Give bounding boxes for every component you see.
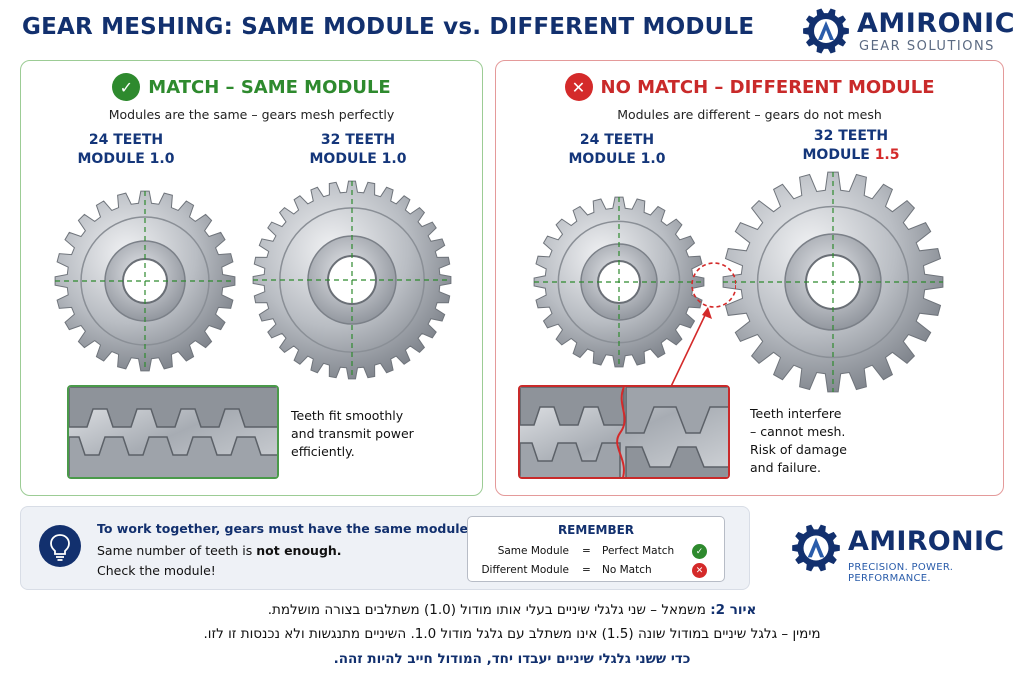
match-header: MATCH – SAME MODULE [148, 76, 391, 98]
info-line-3: Check the module! [97, 563, 216, 578]
page-title: GEAR MESHING: SAME MODULE vs. DIFFERENT … [22, 14, 755, 40]
x-icon: ✕ [564, 73, 593, 101]
match-subheader: Modules are the same – gears mesh perfec… [108, 107, 395, 122]
gear-a-module: MODULE 1.0 [77, 151, 175, 167]
gear-logo-icon [803, 8, 849, 54]
caption-line-2: מימין – גלגל שיניים במודול שונה (1.5) אי… [203, 626, 821, 642]
lightbulb-icon [39, 525, 81, 567]
x-icon: ✕ [692, 563, 707, 578]
match-panel: ✓ MATCH – SAME MODULE Modules are the sa… [20, 60, 483, 496]
gear-b-teeth: 32 TEETH [320, 132, 396, 148]
caption-line-1: איור 2: משמאל – שני גלגלי שיניים בעלי או… [267, 602, 757, 618]
gear-a-teeth: 24 TEETH [579, 132, 655, 148]
mismatch-subheader: Modules are different – gears do not mes… [617, 107, 882, 122]
gear-b-label: 32 TEETH MODULE 1.5 [786, 127, 916, 165]
gear-a-teeth: 24 TEETH [88, 132, 164, 148]
module-value-highlight: 1.5 [874, 147, 900, 163]
info-line-2: Same number of teeth is not enough. [97, 543, 342, 558]
remember-title: REMEMBER [557, 523, 635, 537]
check-icon: ✓ [692, 544, 707, 559]
gear-b-label: 32 TEETH MODULE 1.0 [293, 131, 423, 169]
mismatch-panel: ✕ NO MATCH – DIFFERENT MODULE Modules ar… [495, 60, 1004, 496]
caption-line-3: כדי ששני גלגלי שיניים יעבדו יחד, המודול … [333, 651, 691, 667]
mismatch-header: NO MATCH – DIFFERENT MODULE [600, 76, 935, 98]
mismatch-note: Teeth interfere – cannot mesh. Risk of d… [750, 406, 847, 475]
gear-a-label: 24 TEETH MODULE 1.0 [552, 131, 682, 169]
gear-b-teeth: 32 TEETH [813, 128, 889, 144]
gear-32-teeth [252, 180, 452, 380]
brand-name: AMIRONIC [848, 526, 1005, 557]
match-note: Teeth fit smoothly and transmit power ef… [291, 408, 414, 459]
gear-32-teeth-module-1-5 [722, 171, 944, 393]
brand-name: AMIRONIC [857, 8, 1016, 39]
gear-24-teeth [533, 196, 705, 368]
mesh-closeup-bad [518, 385, 730, 479]
info-line-1: To work together, gears must have the sa… [97, 521, 473, 536]
gear-b-module: MODULE 1.0 [309, 151, 407, 167]
gear-a-module: MODULE 1.0 [568, 151, 666, 167]
brand-subtitle: GEAR SOLUTIONS [859, 39, 995, 54]
check-icon: ✓ [112, 73, 141, 101]
gear-logo-icon [792, 524, 840, 572]
brand-logo-top: AMIRONIC GEAR SOLUTIONS [801, 6, 1015, 56]
gear-24-teeth [54, 190, 236, 372]
remember-box: REMEMBER Same Module = Perfect Match ✓ D… [467, 516, 725, 582]
brand-tagline: PRECISION. POWER. PERFORMANCE. [848, 562, 954, 584]
gear-b-module: MODULE 1.5 [802, 147, 900, 163]
brand-logo-bottom: AMIRONIC PRECISION. POWER. PERFORMANCE. [790, 516, 1010, 586]
gear-a-label: 24 TEETH MODULE 1.0 [61, 131, 191, 169]
interference-marker [665, 262, 736, 398]
info-box: To work together, gears must have the sa… [20, 506, 750, 590]
mesh-closeup-good [67, 385, 279, 479]
